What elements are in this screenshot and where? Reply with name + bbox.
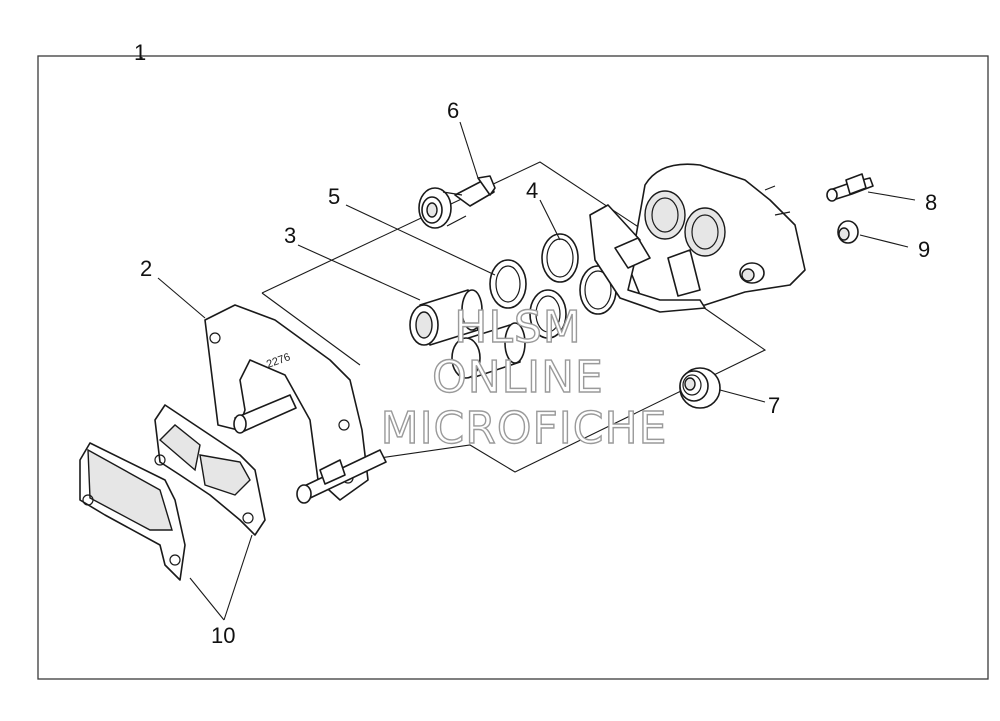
leader-lines xyxy=(157,121,916,621)
caliper-bracket-part-2: 2276 xyxy=(204,304,387,504)
bleeder-valve-part-8 xyxy=(826,173,874,202)
watermark-line-3: MICROFICHE xyxy=(381,403,668,454)
watermark: HLSM ONLINE MICROFICHE xyxy=(380,301,668,454)
callout-6-label: 6 xyxy=(447,98,459,123)
callout-labels: 2 3 4 5 6 7 8 9 10 xyxy=(140,98,937,648)
caliper-body xyxy=(589,163,806,313)
callout-9-label: 9 xyxy=(918,237,930,262)
brake-pads-part-10 xyxy=(79,404,266,581)
boot-part-7 xyxy=(679,367,721,409)
callout-5-label: 5 xyxy=(328,184,340,209)
callout-10-label: 10 xyxy=(211,623,235,648)
callout-1: 1 xyxy=(134,40,146,65)
seal-part-5 xyxy=(489,259,567,339)
watermark-line-1: HLSM xyxy=(454,302,582,353)
assembly-frame xyxy=(37,55,989,680)
callout-8-label: 8 xyxy=(925,190,937,215)
watermark-line-2: ONLINE xyxy=(432,352,604,403)
piston-part-3 xyxy=(409,289,526,379)
bleeder-cap-part-9 xyxy=(837,220,859,244)
guide-pin-part-6 xyxy=(418,175,496,229)
callout-3-label: 3 xyxy=(284,223,296,248)
callout-4-label: 4 xyxy=(526,178,538,203)
callout-2-label: 2 xyxy=(140,256,152,281)
callout-7-label: 7 xyxy=(768,393,780,418)
callout-1-label: 1 xyxy=(134,40,146,65)
